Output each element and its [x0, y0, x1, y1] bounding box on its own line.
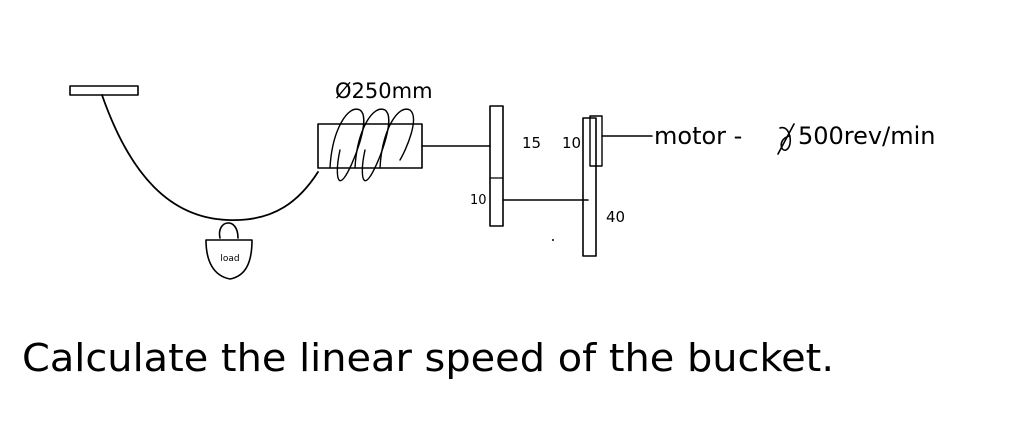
gear-d-teeth-label: 40 — [606, 208, 625, 226]
support-bar — [69, 85, 139, 96]
motor-label: motor - — [654, 122, 742, 150]
gear-b-teeth-label: 10 — [562, 134, 581, 152]
gear-a-teeth-label: 15 — [522, 134, 541, 152]
left-gear-shaft: 15 10 — [470, 105, 541, 227]
rope — [101, 94, 319, 221]
drum: Ø250mm — [317, 79, 433, 182]
load-label: load — [220, 254, 239, 264]
motor-speed-label: 500rev/min — [798, 122, 935, 150]
right-gear-shaft: 10 40 — [562, 115, 625, 257]
load-bucket: load — [205, 222, 253, 280]
crossed-out-mark — [777, 123, 795, 155]
drum-diameter-label: Ø250mm — [335, 79, 433, 103]
stray-mark — [552, 239, 554, 241]
question-text: Calculate the linear speed of the bucket… — [22, 336, 834, 380]
gear-c-teeth-label: 10 — [470, 193, 487, 208]
